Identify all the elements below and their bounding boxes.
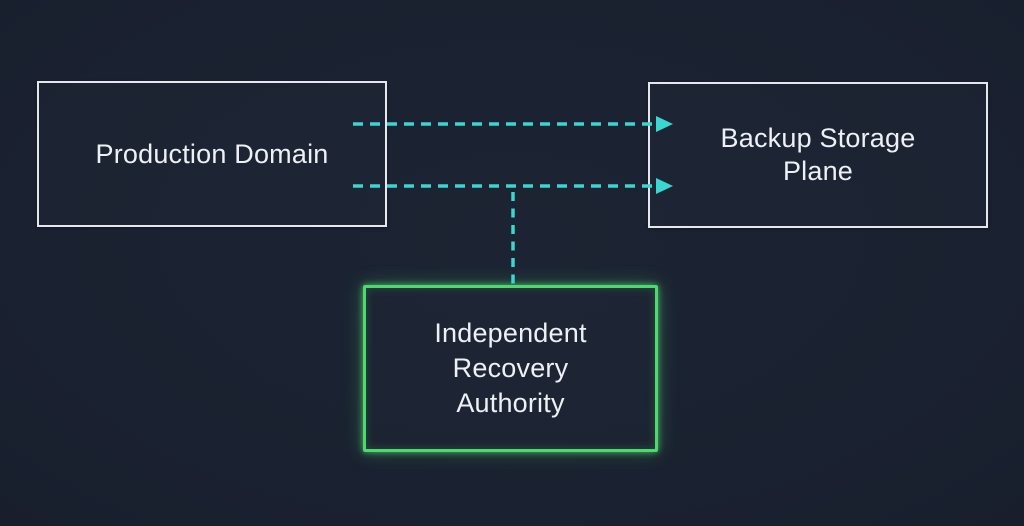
node-recovery-label-line1: Independent [434,318,587,348]
node-recovery-label-line3: Authority [456,388,565,418]
node-backup-storage-plane-label-line2: Plane [782,156,854,186]
node-backup-storage-plane-label-line1: Backup Storage [720,123,916,153]
node-production-domain: Production Domain [37,81,387,227]
node-independent-recovery-authority: Independent Recovery Authority [363,285,658,452]
node-backup-storage-plane: Backup Storage Plane [648,82,988,228]
node-recovery-label-line2: Recovery [452,353,569,383]
node-production-domain-label: Production Domain [95,138,329,169]
